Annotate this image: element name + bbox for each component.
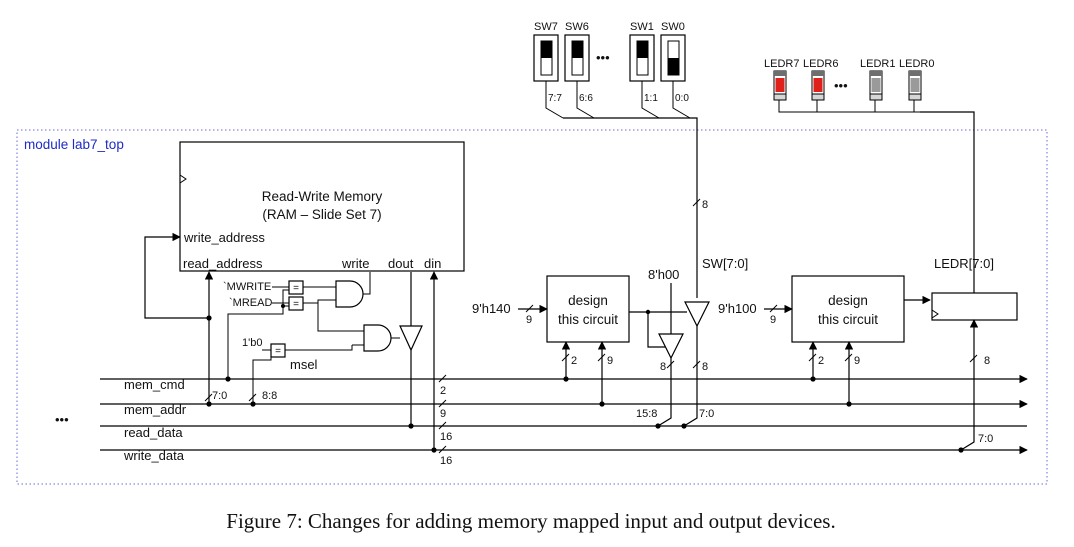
ledr7-label: LEDR7 [764, 58, 799, 70]
mwrite-label: `MWRITE [223, 281, 271, 293]
one-b0-label: 1'b0 [242, 337, 262, 349]
led-ledr6-icon [811, 70, 825, 101]
led-ledr7-icon [773, 70, 787, 101]
svg-text:=: = [275, 346, 281, 357]
and-gate-read [363, 324, 392, 352]
bus-label-read-data: read_data [124, 425, 183, 440]
sw6-label: SW6 [565, 21, 589, 33]
write-address-wire [144, 232, 209, 319]
ledr-data-in [960, 319, 979, 451]
msel-label: msel [290, 357, 318, 372]
svg-text:6:6: 6:6 [579, 93, 593, 104]
svg-text:16: 16 [440, 455, 452, 467]
mread-label: `MREAD [229, 297, 272, 309]
design-block-left [546, 275, 630, 343]
led-ellipsis: ••• [834, 78, 848, 93]
svg-text:this circuit: this circuit [818, 312, 878, 327]
svg-text:0:0: 0:0 [675, 93, 689, 104]
tristate-dout [399, 325, 423, 352]
memory-title: Read-Write Memory [262, 189, 383, 204]
const-9h100: 9'h100 [718, 301, 757, 316]
switch-sw6 [564, 34, 590, 82]
svg-text:9: 9 [770, 314, 776, 326]
svg-text:9: 9 [854, 355, 860, 367]
figure-caption: Figure 7: Changes for adding memory mapp… [226, 509, 835, 533]
port-read-address: read_address [183, 256, 263, 271]
port-write-address: write_address [183, 230, 265, 245]
svg-text:design: design [568, 293, 608, 308]
svg-text:2: 2 [440, 385, 446, 397]
svg-text:9: 9 [440, 408, 446, 420]
addr-slice-a: 7:0 [212, 390, 227, 402]
svg-text:=: = [293, 299, 299, 310]
memory-subtitle: (RAM – Slide Set 7) [262, 207, 381, 222]
svg-text:=: = [293, 283, 299, 294]
ledr-bus-label: LEDR[7:0] [934, 256, 994, 271]
svg-text:2: 2 [571, 355, 577, 367]
bus-label-write-data: write_data [123, 448, 185, 463]
ledr0-label: LEDR0 [899, 58, 934, 70]
ledr1-label: LEDR1 [860, 58, 895, 70]
svg-text:7:0: 7:0 [699, 408, 714, 420]
svg-text:8: 8 [984, 355, 990, 367]
sw-bus-merge [563, 117, 698, 298]
switch-sw7 [533, 34, 559, 82]
svg-text:8: 8 [702, 361, 708, 373]
svg-text:15:8: 15:8 [636, 408, 657, 420]
left-ellipsis: ••• [55, 412, 69, 427]
sw7-label: SW7 [534, 21, 558, 33]
led-ledr1-icon [869, 70, 883, 101]
addr-slice-b: 8:8 [262, 390, 277, 402]
ledr6-label: LEDR6 [803, 58, 838, 70]
module-label: module lab7_top [24, 137, 124, 152]
memory-block [179, 141, 465, 272]
switch-sw1 [629, 34, 655, 82]
bus-label-mem-addr: mem_addr [124, 402, 187, 417]
svg-text:this circuit: this circuit [558, 312, 618, 327]
svg-text:7:0: 7:0 [978, 433, 993, 445]
svg-text:design: design [828, 293, 868, 308]
port-write: write [341, 256, 369, 271]
ledr-register [931, 292, 1018, 321]
sw0-label: SW0 [661, 21, 685, 33]
switch-sw0 [660, 34, 686, 82]
svg-text:1:1: 1:1 [644, 93, 658, 104]
const-8h00: 8'h00 [648, 267, 679, 282]
design-block-right [791, 275, 905, 343]
svg-text:8: 8 [660, 361, 666, 373]
memory-clock-icon [179, 174, 187, 184]
led-ledr0-icon [908, 70, 922, 101]
svg-text:9: 9 [607, 355, 613, 367]
bus-label-mem-cmd: mem_cmd [124, 377, 185, 392]
tristate-sw [684, 301, 710, 328]
svg-text:9: 9 [526, 314, 532, 326]
const-9h140: 9'h140 [472, 301, 511, 316]
port-dout: dout [388, 256, 414, 271]
tristate-const [658, 333, 684, 360]
sw1-label: SW1 [630, 21, 654, 33]
sw-bus-label: SW[7:0] [702, 256, 748, 271]
and-gate-write [335, 280, 364, 308]
svg-text:8: 8 [702, 199, 708, 211]
switch-ellipsis: ••• [596, 50, 610, 65]
svg-text:2: 2 [818, 355, 824, 367]
port-din: din [424, 256, 441, 271]
svg-text:7:7: 7:7 [548, 93, 562, 104]
svg-text:16: 16 [440, 431, 452, 443]
